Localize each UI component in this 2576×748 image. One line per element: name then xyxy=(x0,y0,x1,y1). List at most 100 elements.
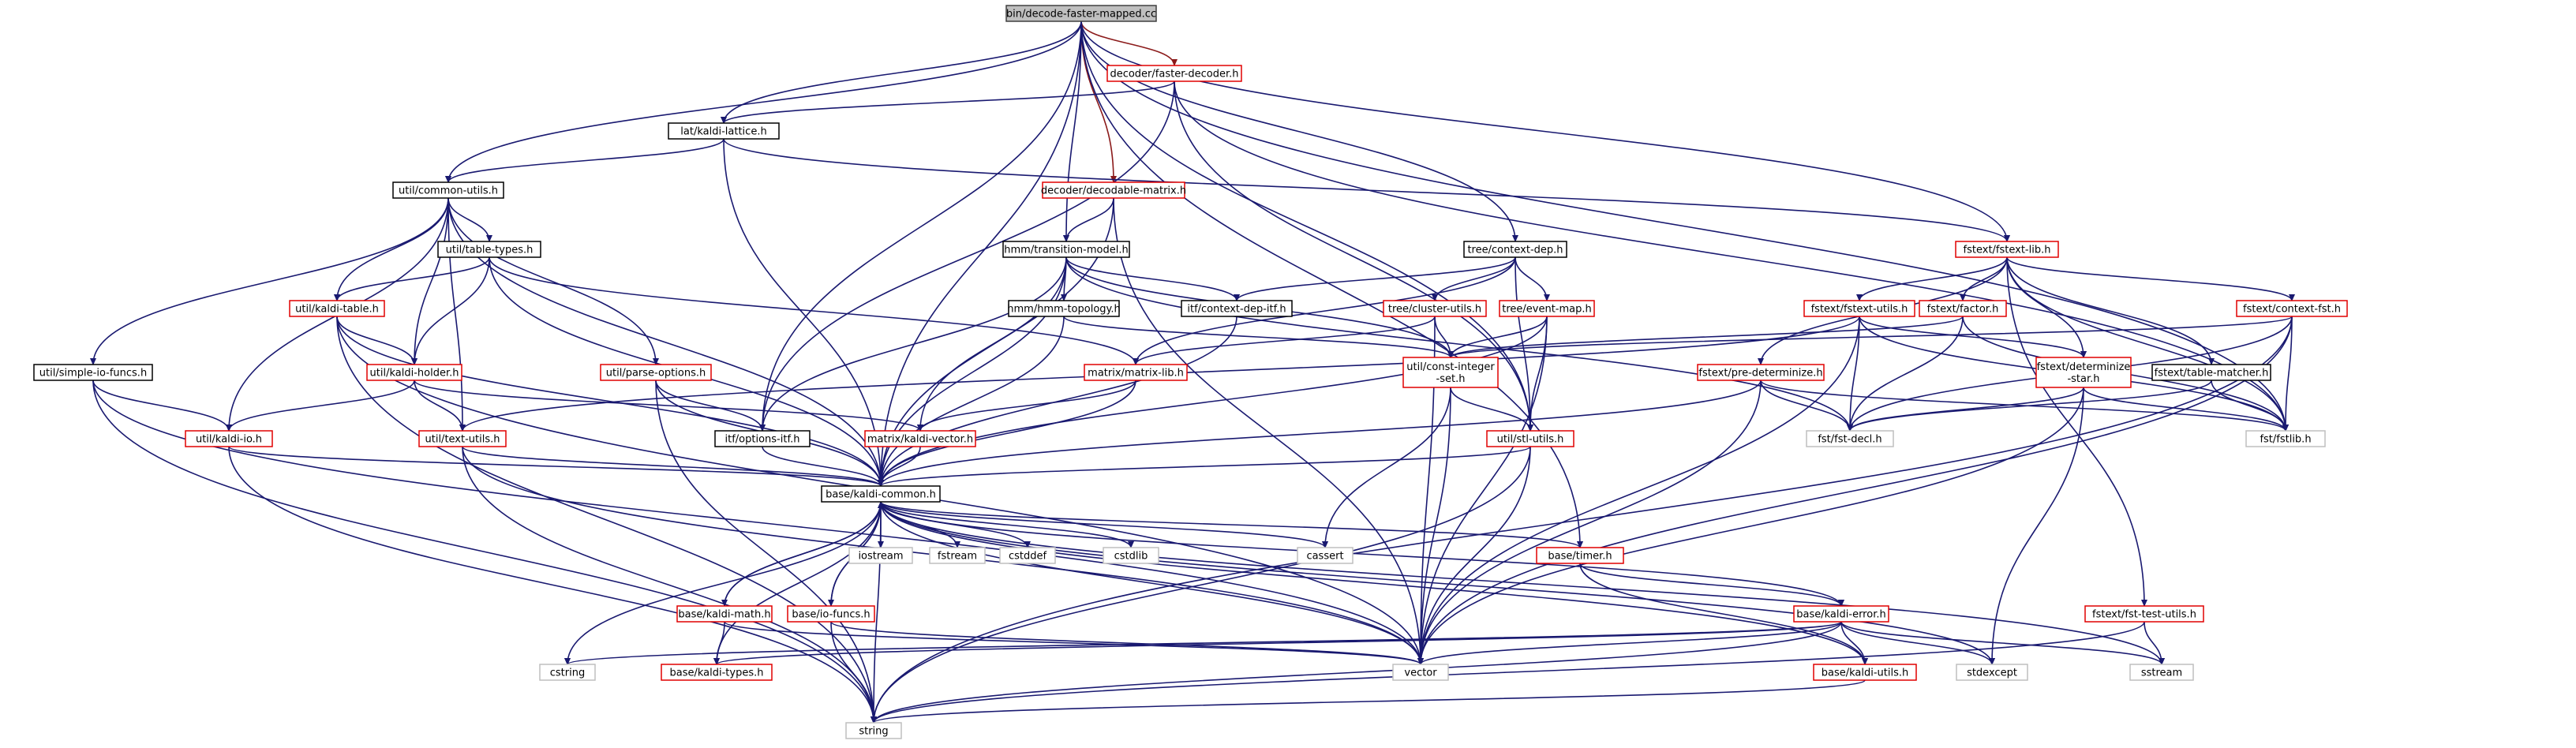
edge-transition_model-to-fst_decl xyxy=(1065,256,1853,432)
edge-pre_determinize-to-fst_decl xyxy=(1760,380,1853,432)
node-table-matcher[interactable]: fstext/table-matcher.h xyxy=(2151,364,2271,381)
node-faster-decoder[interactable]: decoder/faster-decoder.h xyxy=(1106,65,1242,82)
edge-common_utils-to-kaldi_table xyxy=(334,197,449,301)
node-label: util/kaldi-io.h xyxy=(196,434,262,446)
edge-kaldi_error-to-sstream xyxy=(1840,621,2165,665)
node-text-utils[interactable]: util/text-utils.h xyxy=(418,430,507,447)
node-timer[interactable]: base/timer.h xyxy=(1536,547,1624,564)
edge-context_dep-to-stl_utils xyxy=(1515,256,1533,432)
node-label: util/text-utils.h xyxy=(425,434,500,446)
node-simple-io-funcs[interactable]: util/simple-io-funcs.h xyxy=(33,364,153,381)
edge-const_integer_set-to-stl_utils xyxy=(1450,387,1533,432)
node-const-integer-set[interactable]: util/const-integer-set.h xyxy=(1402,357,1499,388)
node-label: fstext/factor.h xyxy=(1927,304,1999,316)
node-io-funcs[interactable]: base/io-funcs.h xyxy=(787,605,875,623)
edge-const_integer_set-to-cassert xyxy=(1322,387,1451,548)
node-label: fstext/fstext-lib.h xyxy=(1964,245,2051,256)
node-kaldi-utils[interactable]: base/kaldi-utils.h xyxy=(1813,664,1917,681)
edge-kaldi_common-to-kaldi_error xyxy=(880,501,1844,607)
edge-text_utils-to-kaldi_common xyxy=(462,446,884,487)
node-parse-options[interactable]: util/parse-options.h xyxy=(600,364,712,381)
node-options-itf[interactable]: itf/options-itf.h xyxy=(714,430,811,447)
node-kaldi-table[interactable]: util/kaldi-table.h xyxy=(289,300,385,317)
node-label: base/kaldi-common.h xyxy=(826,489,936,501)
edge-simple_io_funcs-to-kaldi_io xyxy=(92,380,232,432)
node-kaldi-error[interactable]: base/kaldi-error.h xyxy=(1793,605,1889,623)
node-label: fst/fstlib.h xyxy=(2260,434,2311,446)
edge-simple_io_funcs-to-vector xyxy=(92,380,1424,665)
node-cluster-utils[interactable]: tree/cluster-utils.h xyxy=(1383,300,1487,317)
node-kaldi-math[interactable]: base/kaldi-math.h xyxy=(676,605,773,623)
edge-kaldi_io-to-kaldi_common xyxy=(228,446,884,487)
edge-kaldi_math-to-vector xyxy=(724,621,1424,665)
node-determinize-star[interactable]: fstext/determinize-star.h xyxy=(2035,357,2132,388)
node-label: util/common-utils.h xyxy=(399,185,498,197)
node-common-utils[interactable]: util/common-utils.h xyxy=(392,181,504,199)
node-stl-utils[interactable]: util/stl-utils.h xyxy=(1486,430,1574,447)
edge-decodable_matrix-to-vector xyxy=(1113,197,1424,665)
edge-table_matcher-to-fstlib xyxy=(2211,380,2289,432)
node-context-dep[interactable]: tree/context-dep.h xyxy=(1463,241,1567,258)
node-label: decoder/decodable-matrix.h xyxy=(1041,185,1186,197)
dependency-edges xyxy=(90,21,2295,724)
node-kaldi-vector[interactable]: matrix/kaldi-vector.h xyxy=(864,430,976,447)
node-label: fstext/determinize-star.h xyxy=(2037,361,2131,385)
node-event-map[interactable]: tree/event-map.h xyxy=(1499,300,1595,317)
edge-fstext_lib-to-table_matcher xyxy=(2006,256,2215,365)
node-context-dep-itf[interactable]: itf/context-dep-itf.h xyxy=(1181,300,1293,317)
edge-parse_options-to-options_itf xyxy=(655,380,766,432)
node-fstext-utils[interactable]: fstext/fstext-utils.h xyxy=(1803,300,1915,317)
edge-kaldi_table-to-string xyxy=(336,316,877,724)
node-label: tree/cluster-utils.h xyxy=(1388,304,1481,316)
node-label: fstext/fstext-utils.h xyxy=(1811,304,1908,316)
node-label: base/kaldi-math.h xyxy=(678,609,770,621)
edge-context_fst-to-const_integer_set xyxy=(1447,316,2293,358)
edge-faster_decoder-to-kaldi_lattice xyxy=(721,80,1175,124)
node-decodable-matrix[interactable]: decoder/decodable-matrix.h xyxy=(1041,181,1186,199)
node-factor[interactable]: fstext/factor.h xyxy=(1919,300,2007,317)
edge-factor-to-fst_decl xyxy=(1847,316,1964,432)
node-label: util/table-types.h xyxy=(446,245,534,256)
edge-kaldi_common-to-cassert xyxy=(880,501,1328,548)
edge-kaldi_holder-to-text_utils xyxy=(414,380,466,432)
node-label: cstdlib xyxy=(1114,551,1148,563)
node-transition-model[interactable]: hmm/transition-model.h xyxy=(1002,241,1130,258)
node-table-types[interactable]: util/table-types.h xyxy=(437,241,541,258)
node-label: matrix/matrix-lib.h xyxy=(1088,368,1184,380)
node-hmm-topology[interactable]: hmm/hmm-topology.h xyxy=(1007,300,1121,317)
edge-root-to-fstlib xyxy=(1080,21,2289,432)
edge-fstext_utils-to-fst_decl xyxy=(1847,316,1860,432)
edge-determinize_star-to-fst_decl xyxy=(1847,387,2084,432)
edge-faster_decoder-to-fstlib xyxy=(1174,80,2289,432)
edge-table_types-to-kaldi_table xyxy=(334,256,490,301)
edge-factor-to-const_integer_set xyxy=(1447,316,1964,358)
node-label: matrix/kaldi-vector.h xyxy=(867,434,973,446)
edge-hmm_topology-to-kaldi_common xyxy=(878,316,1065,487)
node-label: util/kaldi-holder.h xyxy=(370,368,459,380)
edge-transition_model-to-kaldi_common xyxy=(878,256,1067,487)
node-context-fst[interactable]: fstext/context-fst.h xyxy=(2236,300,2348,317)
node-kaldi-types[interactable]: base/kaldi-types.h xyxy=(661,664,773,681)
edge-pre_determinize-to-vector xyxy=(1417,380,1762,665)
node-kaldi-lattice[interactable]: lat/kaldi-lattice.h xyxy=(668,122,780,140)
edge-stl_utils-to-vector xyxy=(1417,446,1531,665)
edge-fstext_utils-to-vector xyxy=(1417,316,1860,665)
edge-root-to-kaldi_lattice xyxy=(721,21,1082,124)
node-kaldi-io[interactable]: util/kaldi-io.h xyxy=(185,430,273,447)
node-kaldi-holder[interactable]: util/kaldi-holder.h xyxy=(366,364,462,381)
edge-decodable_matrix-to-transition_model xyxy=(1063,197,1114,242)
edge-event_map-to-vector xyxy=(1417,316,1548,665)
edge-kaldi_table-to-kaldi_common xyxy=(336,316,884,487)
node-pre-determinize[interactable]: fstext/pre-determinize.h xyxy=(1697,364,1825,381)
edge-transition_model-to-context_dep_itf xyxy=(1065,256,1240,301)
node-matrix-lib[interactable]: matrix/matrix-lib.h xyxy=(1084,364,1188,381)
node-stdexcept: stdexcept xyxy=(1956,664,2028,681)
node-kaldi-common[interactable]: base/kaldi-common.h xyxy=(821,485,941,503)
edge-faster_decoder-to-options_itf xyxy=(759,80,1175,432)
node-fst-test-utils[interactable]: fstext/fst-test-utils.h xyxy=(2084,605,2204,623)
edge-parse_options-to-string xyxy=(655,380,877,724)
edge-kaldi_math-to-kaldi_common xyxy=(724,501,884,607)
edge-stl_utils-to-string xyxy=(871,446,1531,724)
node-fstext-lib[interactable]: fstext/fstext-lib.h xyxy=(1955,241,2059,258)
node-cstdlib: cstdlib xyxy=(1103,547,1159,564)
